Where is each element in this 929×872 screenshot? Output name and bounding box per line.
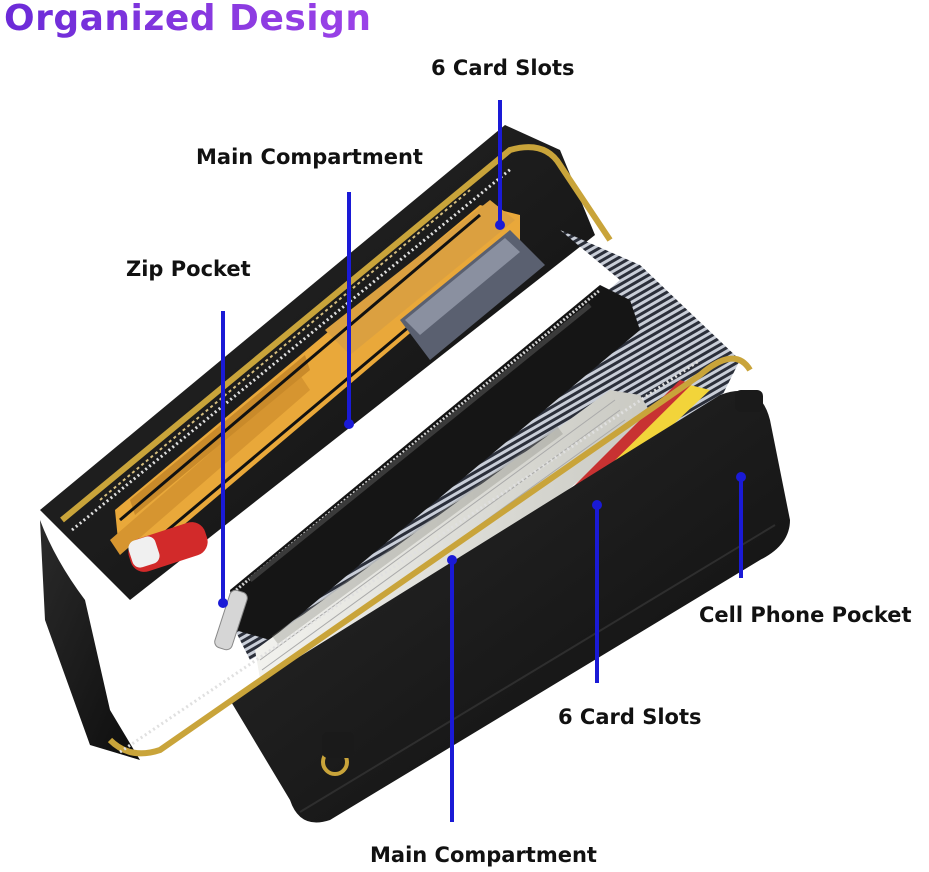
label-cell-phone-pocket: Cell Phone Pocket <box>699 603 912 627</box>
wallet-front-panel <box>230 390 790 823</box>
label-zip-pocket: Zip Pocket <box>126 257 251 281</box>
wallet-left-edge <box>40 520 140 760</box>
lipstick <box>128 522 208 572</box>
callout-dots <box>218 220 746 608</box>
wallet-back-panel <box>40 125 595 600</box>
label-main-compartment-top: Main Compartment <box>196 145 423 169</box>
label-card-slots-top: 6 Card Slots <box>431 56 575 80</box>
callout-lines <box>221 100 743 822</box>
phone <box>400 230 545 360</box>
zipper-bottom <box>107 355 753 757</box>
zip-pocket-body <box>230 285 640 640</box>
zipper-pull <box>214 589 248 651</box>
strap-rings <box>321 390 763 776</box>
page-title: Organized Design <box>4 0 372 39</box>
label-card-slots-bottom: 6 Card Slots <box>558 705 702 729</box>
label-main-compartment-bottom: Main Compartment <box>370 843 597 867</box>
zipper-top <box>60 144 613 523</box>
